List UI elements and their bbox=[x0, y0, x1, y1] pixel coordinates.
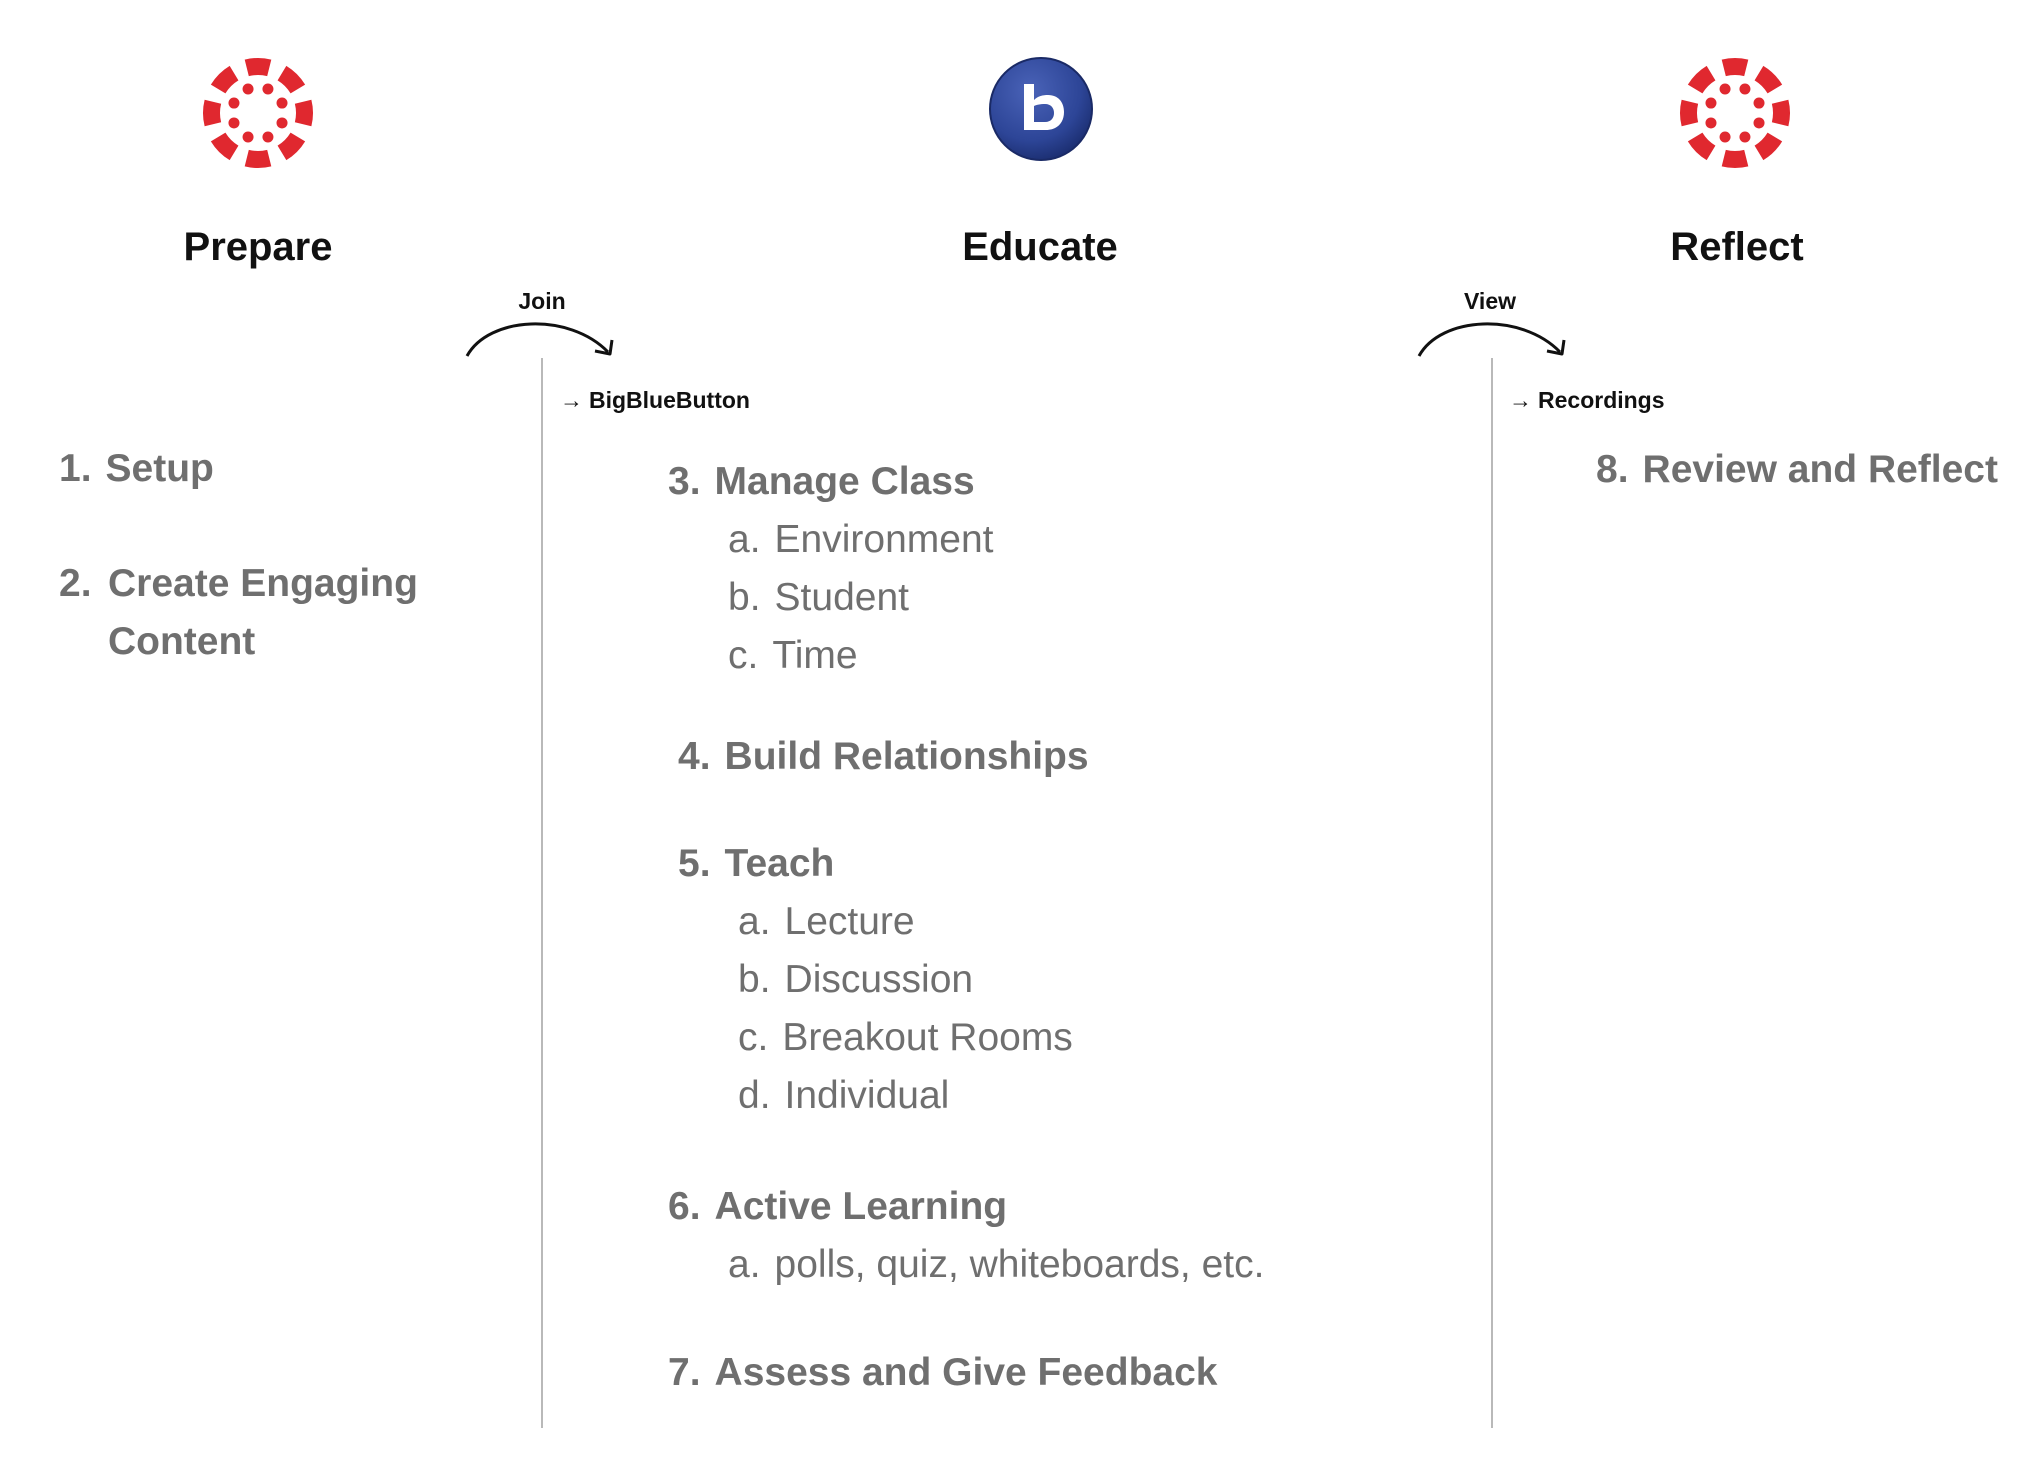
logo-segment bbox=[1687, 132, 1716, 161]
logo-segment bbox=[1687, 65, 1716, 94]
bigbluebutton-link-label: BigBlueButton bbox=[589, 387, 750, 413]
recordings-link-label: Recordings bbox=[1538, 387, 1665, 413]
list-item-review-and-reflect: 8.Review and Reflect bbox=[1596, 448, 1998, 491]
list-item-create-engaging-content: 2.Create Engaging Content bbox=[59, 562, 418, 663]
logo-dot bbox=[262, 131, 274, 143]
sub-item-student: b.Student bbox=[728, 576, 909, 619]
list-item-teach: 5.Teach bbox=[678, 842, 835, 885]
list-item-build-relationships: 4.Build Relationships bbox=[678, 735, 1089, 778]
logo-segment bbox=[244, 58, 272, 77]
curved-arrow-icon bbox=[465, 322, 614, 357]
join-arrow-label: Join bbox=[518, 288, 566, 314]
logo-segment bbox=[277, 132, 306, 161]
logo-segment bbox=[210, 132, 239, 161]
sub-item-polls-quiz-whiteboards: a.polls, quiz, whiteboards, etc. bbox=[728, 1243, 1265, 1286]
logo-segment bbox=[210, 65, 239, 94]
recordings-link[interactable]: →Recordings bbox=[1509, 387, 1665, 414]
arrow-right-icon: → bbox=[560, 387, 583, 413]
column-divider bbox=[1491, 358, 1493, 1428]
sub-item-environment: a.Environment bbox=[728, 518, 994, 561]
list-item-manage-class: 3.Manage Class bbox=[668, 460, 975, 503]
column-divider bbox=[541, 358, 543, 1428]
logo-dot bbox=[242, 83, 254, 95]
logo-dot bbox=[1739, 131, 1751, 143]
logo-dot bbox=[276, 117, 288, 129]
logo-dot bbox=[1719, 131, 1731, 143]
sub-item-lecture: a.Lecture bbox=[738, 900, 915, 943]
bigbluebutton-logo-icon bbox=[989, 57, 1093, 161]
logo-segment bbox=[1754, 65, 1783, 94]
logo-segment bbox=[244, 149, 272, 168]
canvas-logo-icon bbox=[203, 58, 313, 168]
column-title-educate: Educate bbox=[962, 225, 1118, 269]
logo-segment bbox=[277, 65, 306, 94]
column-title-prepare: Prepare bbox=[183, 225, 333, 269]
logo-segment bbox=[294, 99, 313, 127]
list-item-active-learning: 6.Active Learning bbox=[668, 1185, 1008, 1228]
logo-dot bbox=[276, 97, 288, 109]
view-arrow-label: View bbox=[1464, 288, 1516, 314]
arrow-right-icon: → bbox=[1509, 387, 1532, 413]
logo-segment bbox=[1754, 132, 1783, 161]
logo-segment bbox=[1721, 58, 1749, 77]
column-title-reflect: Reflect bbox=[1670, 225, 1804, 269]
logo-dot bbox=[1705, 97, 1717, 109]
logo-dot bbox=[1753, 97, 1765, 109]
curved-arrow-icon bbox=[1417, 322, 1566, 357]
logo-dot bbox=[228, 117, 240, 129]
logo-dot bbox=[1705, 117, 1717, 129]
sub-item-breakout-rooms: c.Breakout Rooms bbox=[738, 1016, 1073, 1059]
logo-segment bbox=[1721, 149, 1749, 168]
logo-dot bbox=[1719, 83, 1731, 95]
logo-dot bbox=[1753, 117, 1765, 129]
bigbluebutton-link[interactable]: →BigBlueButton bbox=[560, 387, 750, 414]
logo-dot bbox=[242, 131, 254, 143]
logo-dot bbox=[262, 83, 274, 95]
list-item-assess-and-give-feedback: 7.Assess and Give Feedback bbox=[668, 1351, 1218, 1394]
logo-segment bbox=[1771, 99, 1790, 127]
sub-item-individual: d.Individual bbox=[738, 1074, 950, 1117]
list-item-setup: 1.Setup bbox=[59, 447, 214, 490]
logo-dot bbox=[1739, 83, 1751, 95]
logo-dot bbox=[228, 97, 240, 109]
logo-segment bbox=[203, 99, 222, 127]
sub-item-discussion: b.Discussion bbox=[738, 958, 974, 1001]
canvas-logo-icon bbox=[1680, 58, 1790, 168]
sub-item-time: c.Time bbox=[728, 634, 858, 677]
logo-segment bbox=[1680, 99, 1699, 127]
